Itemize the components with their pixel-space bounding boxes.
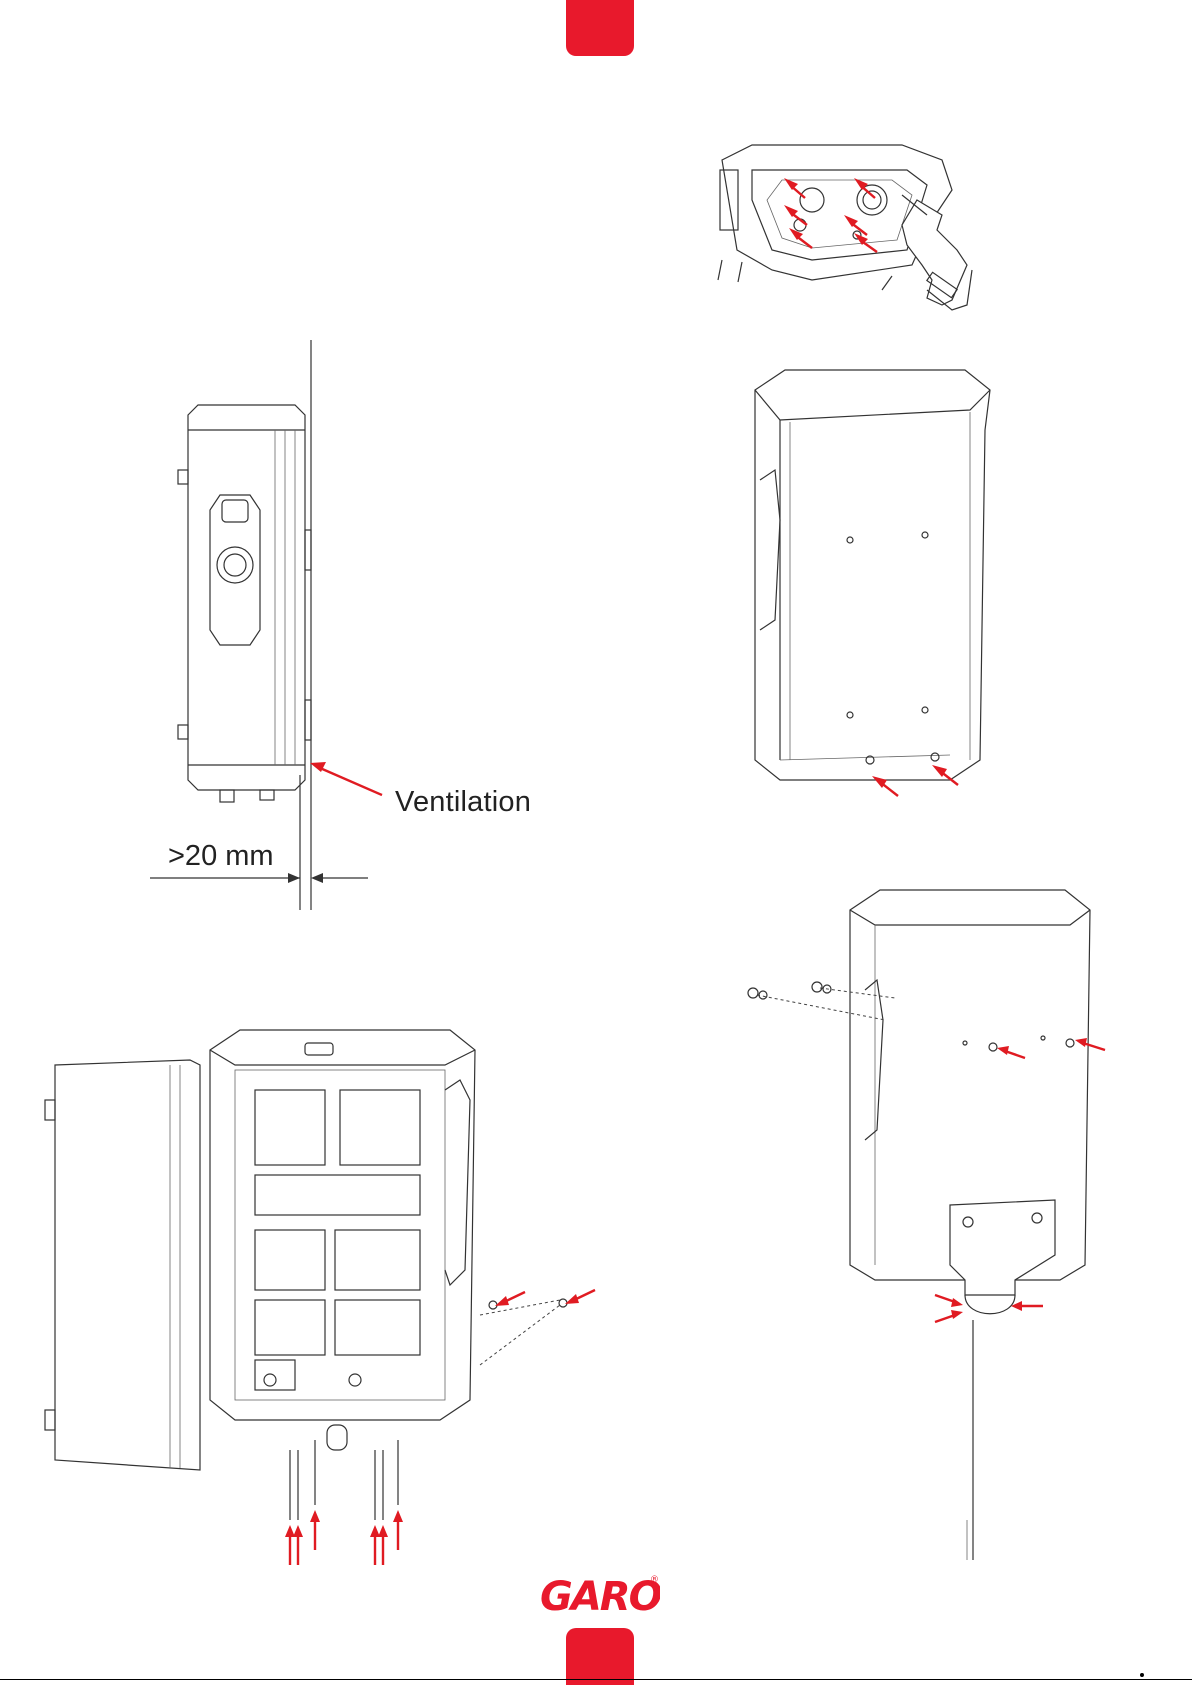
ventilation-label: Ventilation bbox=[395, 786, 531, 819]
figure-open-unit bbox=[40, 1020, 600, 1570]
figure-drilling-cable-entries bbox=[712, 140, 1012, 340]
footer-rule bbox=[0, 1679, 1192, 1680]
garo-logo: GARO ® bbox=[540, 1570, 660, 1618]
figure-pole-mount bbox=[745, 880, 1125, 1560]
svg-text:®: ® bbox=[650, 1575, 659, 1585]
clearance-gap-label: >20 mm bbox=[168, 840, 274, 873]
bottom-color-tab bbox=[566, 1628, 634, 1685]
figure-rear-view bbox=[740, 360, 1000, 800]
svg-text:GARO: GARO bbox=[540, 1574, 660, 1618]
red-arrow-icon bbox=[310, 762, 382, 795]
top-color-tab bbox=[566, 0, 634, 56]
footer-mark bbox=[1140, 1673, 1144, 1677]
drill-icon bbox=[902, 195, 972, 310]
figure-wall-clearance bbox=[150, 340, 530, 910]
